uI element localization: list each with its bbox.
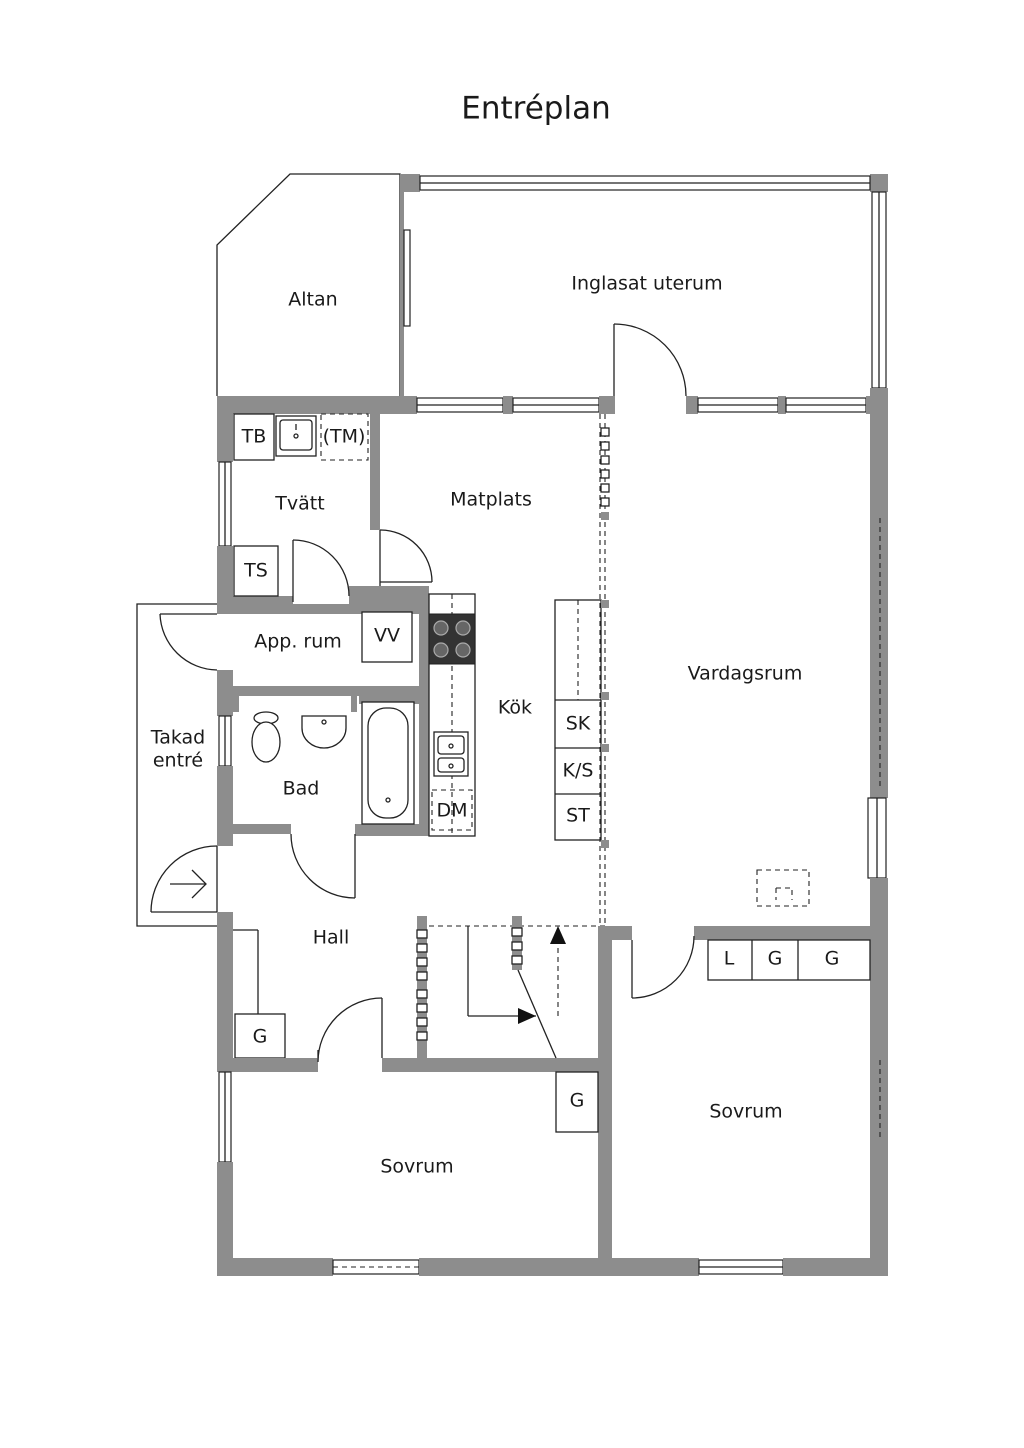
fixture-tb-label: TB [241,426,267,448]
fixture-vv-label: VV [374,625,400,647]
room-sovrum-right-label: Sovrum [709,1101,782,1123]
fixture-tm-label: (TM) [323,426,366,448]
sovrum-left-walls [555,926,612,1258]
fixture-g-wardrobe-2-label: G [825,948,840,970]
entry-arrow-icon [170,869,207,899]
fixture-g-hall-label: G [253,1026,268,1048]
room-uterum-label: Inglasat uterum [571,273,722,295]
tvatt-walls [233,413,433,608]
room-sovrum-left-label: Sovrum [380,1156,453,1178]
kitchen-counters [428,593,476,837]
plan-title: Entréplan [461,91,610,127]
room-takad-entre-label-line2: entré [153,750,203,772]
fixture-dm-label: DM [436,800,467,822]
fireplace-marker [756,869,810,907]
bad-walls [233,696,429,899]
fixture-g-sovrum-label: G [570,1090,585,1112]
room-vardagsrum-label: Vardagsrum [688,663,803,685]
room-tvatt-label: Tvätt [274,493,324,515]
room-kok-label: Kök [498,697,532,719]
fixture-ts-label: TS [243,560,268,582]
room-takad-entre-label-line1: Takad [150,727,205,749]
outer-walls [217,414,888,1276]
fixture-sk-label: SK [566,713,591,735]
north-wall [217,396,888,414]
fixture-g-wardrobe-1-label: G [768,948,783,970]
hall-walls [233,929,602,1072]
room-bad-label: Bad [283,778,320,800]
sovrum-right-walls [612,926,871,999]
uterum-walls [400,174,888,398]
room-altan-label: Altan [288,289,337,311]
fixture-ks-label: K/S [563,760,594,782]
staircase [416,916,566,1059]
uterum-door [613,323,687,397]
app-rum-walls [217,594,429,698]
altan-outline [216,173,401,396]
room-hall-label: Hall [313,927,350,949]
fixture-l-label: L [724,948,735,970]
fixture-st-label: ST [566,805,590,827]
divider-posts [420,414,610,927]
takad-entre-outline [136,603,218,927]
room-matplats-label: Matplats [450,489,532,511]
kitchen-island [554,599,602,841]
room-app-rum-label: App. rum [254,631,342,653]
